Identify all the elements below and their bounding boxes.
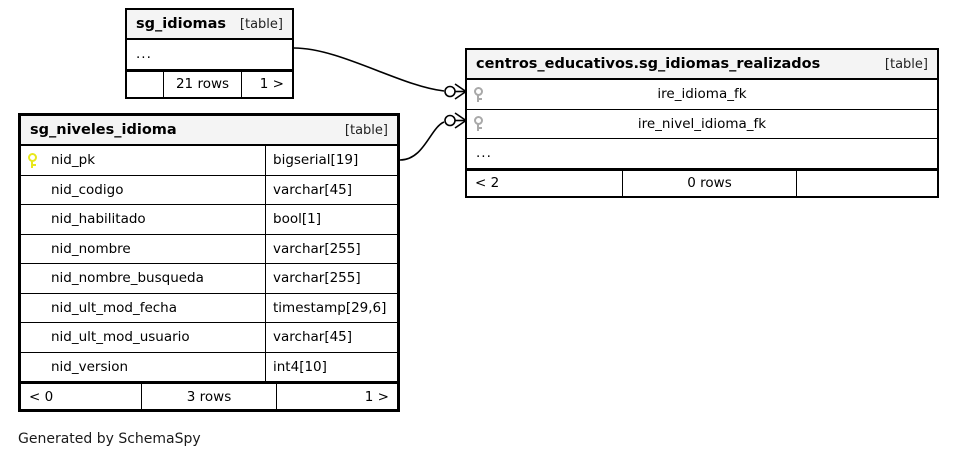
column-type: varchar[45]: [265, 175, 397, 204]
column-type: timestamp[29,6]: [265, 293, 397, 322]
table-sg-idiomas-realizados[interactable]: centros_educativos.sg_idiomas_realizados…: [465, 48, 939, 198]
footer-child-count[interactable]: 1 >: [364, 388, 389, 405]
footer-child-count[interactable]: [797, 171, 937, 196]
column-name: nid_version: [51, 358, 129, 375]
table-kind-label: [table]: [239, 16, 283, 32]
footer-row-count: 3 rows: [141, 384, 277, 409]
table-sg-idiomas[interactable]: sg_idiomas [table] ... 21 rows 1 >: [125, 8, 294, 99]
column-type: varchar[255]: [265, 234, 397, 263]
column-name: nid_habilitado: [51, 211, 146, 228]
table-row-ellipsis: ...: [127, 40, 292, 70]
column-name: nid_nombre: [51, 240, 131, 257]
foreign-key-icon: [467, 86, 489, 102]
column-name: ire_idioma_fk: [657, 86, 747, 103]
column-type: varchar[45]: [265, 323, 397, 352]
foreign-key-icon: [467, 116, 489, 132]
relationship-endpoint-circle-idioma: [444, 85, 456, 98]
footer-parent-count[interactable]: < 0: [29, 388, 54, 405]
table-row-ellipsis: ...: [467, 139, 937, 169]
footer-parent-count[interactable]: [127, 72, 163, 97]
table-footer-sg-idiomas-realizados: < 2 0 rows: [467, 168, 937, 196]
column-name: nid_pk: [51, 152, 96, 169]
ellipsis-label: ...: [136, 46, 152, 63]
diagram-caption: Generated by SchemaSpy: [18, 431, 201, 447]
table-header-sg-niveles-idioma: sg_niveles_idioma [table]: [21, 116, 397, 146]
relationship-line-idioma: [293, 47, 445, 92]
relationship-endpoint-circle-nivel: [444, 114, 456, 127]
table-title: sg_niveles_idioma: [30, 122, 177, 138]
relationship-line-nivel: [399, 121, 445, 161]
column-type: bigserial[19]: [265, 146, 397, 175]
table-row[interactable]: nid_ult_mod_fecha timestamp[29,6]: [21, 293, 397, 323]
table-footer-sg-idiomas: 21 rows 1 >: [127, 69, 292, 97]
table-header-sg-idiomas: sg_idiomas [table]: [127, 10, 292, 40]
table-row[interactable]: nid_ult_mod_usuario varchar[45]: [21, 323, 397, 353]
column-name: nid_ult_mod_usuario: [51, 329, 190, 346]
column-name: nid_codigo: [51, 181, 124, 198]
table-row[interactable]: nid_nombre varchar[255]: [21, 234, 397, 264]
footer-parent-count[interactable]: < 2: [475, 175, 500, 191]
table-row[interactable]: nid_habilitado bool[1]: [21, 205, 397, 235]
table-kind-label: [table]: [344, 122, 388, 138]
primary-key-icon: [21, 152, 43, 168]
column-name: ire_nivel_idioma_fk: [637, 115, 767, 132]
table-row[interactable]: nid_codigo varchar[45]: [21, 175, 397, 205]
column-name: nid_nombre_busqueda: [51, 270, 204, 287]
table-row[interactable]: nid_version int4[10]: [21, 352, 397, 382]
footer-child-count[interactable]: 1 >: [259, 76, 284, 92]
table-row[interactable]: ire_nivel_idioma_fk: [467, 110, 937, 139]
column-type: int4[10]: [265, 352, 397, 381]
table-row[interactable]: nid_pk bigserial[19]: [21, 146, 397, 176]
column-type: bool[1]: [265, 205, 397, 234]
table-header-sg-idiomas-realizados: centros_educativos.sg_idiomas_realizados…: [467, 50, 937, 80]
footer-row-count: 0 rows: [622, 170, 797, 196]
table-row[interactable]: ire_idioma_fk: [467, 80, 937, 110]
ellipsis-label: ...: [476, 145, 492, 162]
column-name: nid_ult_mod_fecha: [51, 299, 178, 316]
table-title: sg_idiomas: [136, 16, 227, 32]
column-type: varchar[255]: [265, 264, 397, 293]
table-row[interactable]: nid_nombre_busqueda varchar[255]: [21, 264, 397, 294]
table-footer-sg-niveles-idioma: < 0 3 rows 1 >: [21, 382, 397, 409]
table-title: centros_educativos.sg_idiomas_realizados: [476, 56, 821, 72]
table-sg-niveles-idioma[interactable]: sg_niveles_idioma [table] nid_pk bigseri…: [18, 113, 400, 412]
footer-row-count: 21 rows: [163, 71, 242, 97]
table-kind-label: [table]: [884, 56, 928, 72]
